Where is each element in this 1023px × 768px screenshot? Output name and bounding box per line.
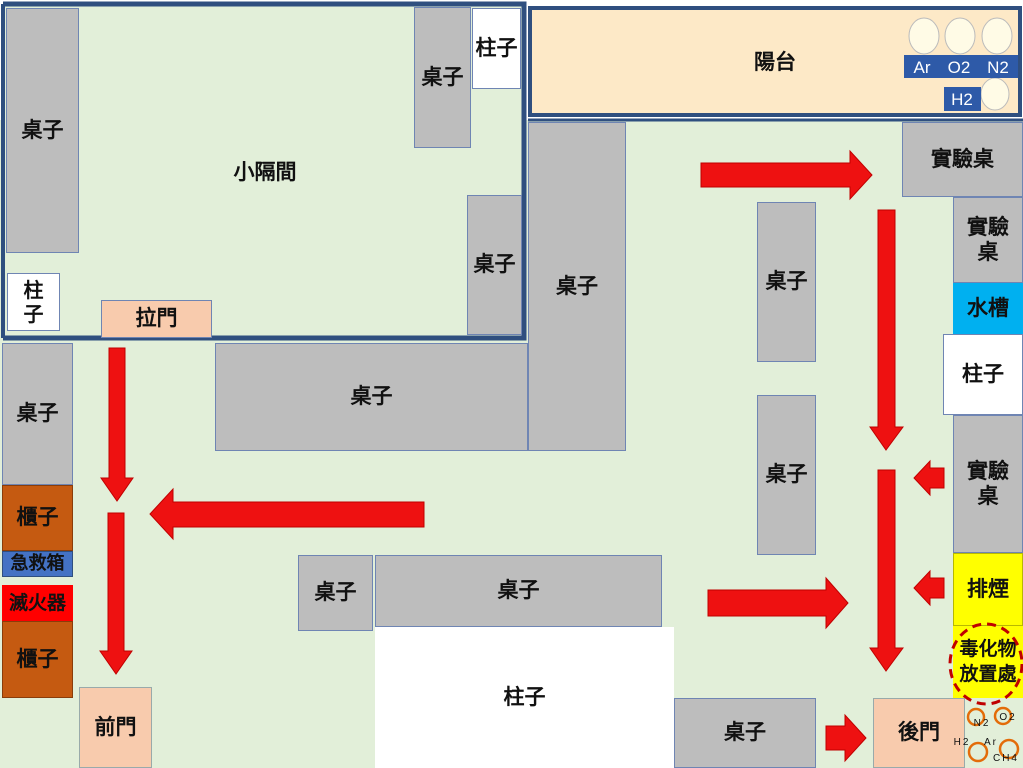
cabinet-upper[interactable]: 櫃子 xyxy=(2,485,73,551)
gas-cylinder-icon xyxy=(944,17,976,55)
gas-cylinder-icon xyxy=(966,707,986,727)
corner-gas-n2: N2 xyxy=(974,718,991,729)
evacuation-arrow-icon xyxy=(707,576,849,630)
table-middle-upper[interactable]: 桌子 xyxy=(757,202,816,362)
cubicle-label: 小隔間 xyxy=(233,160,297,185)
evacuation-arrow-icon xyxy=(913,459,945,497)
gas-label-o2: O2 xyxy=(948,58,971,77)
sliding-door[interactable]: 拉門 xyxy=(101,300,212,338)
pillar-bottom-large: 柱子 xyxy=(375,627,674,768)
gas-label-bg xyxy=(944,87,981,111)
table-middle-lower[interactable]: 桌子 xyxy=(757,395,816,555)
table-bottom-small[interactable]: 桌子 xyxy=(298,555,373,631)
gas-cylinder-icon xyxy=(967,741,989,763)
corner-gas-ar: Ar xyxy=(984,737,998,748)
gas-cylinder-icon xyxy=(993,706,1013,726)
gas-label-bg xyxy=(904,55,1018,78)
table-left-wall[interactable]: 桌子 xyxy=(2,343,73,485)
table-cubicle-top[interactable]: 桌子 xyxy=(414,7,471,148)
corner-gas-ch4: CH4 xyxy=(993,753,1019,764)
corner-gas-o2: O2 xyxy=(999,712,1016,723)
pillar-right: 柱子 xyxy=(943,334,1023,415)
fire-extinguisher[interactable]: 滅火器 xyxy=(2,585,73,621)
evacuation-arrows xyxy=(99,149,945,763)
cubicle-wall xyxy=(3,1,527,341)
table-center-tall[interactable]: 桌子 xyxy=(528,122,626,451)
evacuation-arrow-icon xyxy=(869,209,904,451)
lab-bench-lower[interactable]: 實驗桌 xyxy=(953,415,1023,553)
evacuation-arrow-icon xyxy=(913,569,945,607)
corner-gas-cylinders: O2 N2 H2 Ar CH4 xyxy=(954,706,1020,764)
gas-label-n2: N2 xyxy=(987,58,1009,77)
lab-bench-upper[interactable]: 實驗桌 xyxy=(953,197,1023,283)
evacuation-arrow-icon xyxy=(700,149,873,201)
gas-cylinder-icon xyxy=(908,17,940,55)
fume-exhaust[interactable]: 排煙 xyxy=(953,553,1023,626)
toxic-storage[interactable]: 毒化物放置處 xyxy=(953,626,1023,698)
balcony-label: 陽台 xyxy=(754,50,796,75)
first-aid-kit[interactable]: 急救箱 xyxy=(2,551,73,577)
sink[interactable]: 水槽 xyxy=(953,283,1023,334)
table-bottom-wide[interactable]: 桌子 xyxy=(375,555,662,627)
back-door[interactable]: 後門 xyxy=(873,698,965,768)
evacuation-arrow-icon xyxy=(99,512,133,675)
lab-bench-top[interactable]: 實驗桌 xyxy=(902,122,1023,197)
gas-cylinder-icon xyxy=(981,17,1013,55)
cabinet-lower[interactable]: 櫃子 xyxy=(2,621,73,698)
evacuation-arrow-icon xyxy=(869,469,904,672)
gas-label-h2: H2 xyxy=(951,90,973,109)
gas-cylinder-icon xyxy=(980,77,1010,111)
table-cubicle-left[interactable]: 桌子 xyxy=(6,8,79,253)
table-cubicle-right[interactable]: 桌子 xyxy=(467,195,522,335)
gas-cylinder-icon xyxy=(998,738,1020,760)
corner-gas-h2: H2 xyxy=(954,737,971,748)
front-door[interactable]: 前門 xyxy=(79,687,152,768)
evacuation-arrow-icon xyxy=(149,487,425,541)
pillar-cubicle-top: 柱子 xyxy=(472,8,521,89)
evacuation-arrow-icon xyxy=(825,713,867,763)
evacuation-arrow-icon xyxy=(100,347,134,502)
balcony-gas-cylinders: Ar O2 N2 H2 xyxy=(904,17,1018,111)
pillar-cubicle-left: 柱子 xyxy=(7,273,60,331)
gas-label-ar: Ar xyxy=(914,58,931,77)
toxic-zone-dashed-circle-icon xyxy=(948,622,1023,706)
table-center-wide[interactable]: 桌子 xyxy=(215,343,528,451)
table-bottom-right[interactable]: 桌子 xyxy=(674,698,816,768)
